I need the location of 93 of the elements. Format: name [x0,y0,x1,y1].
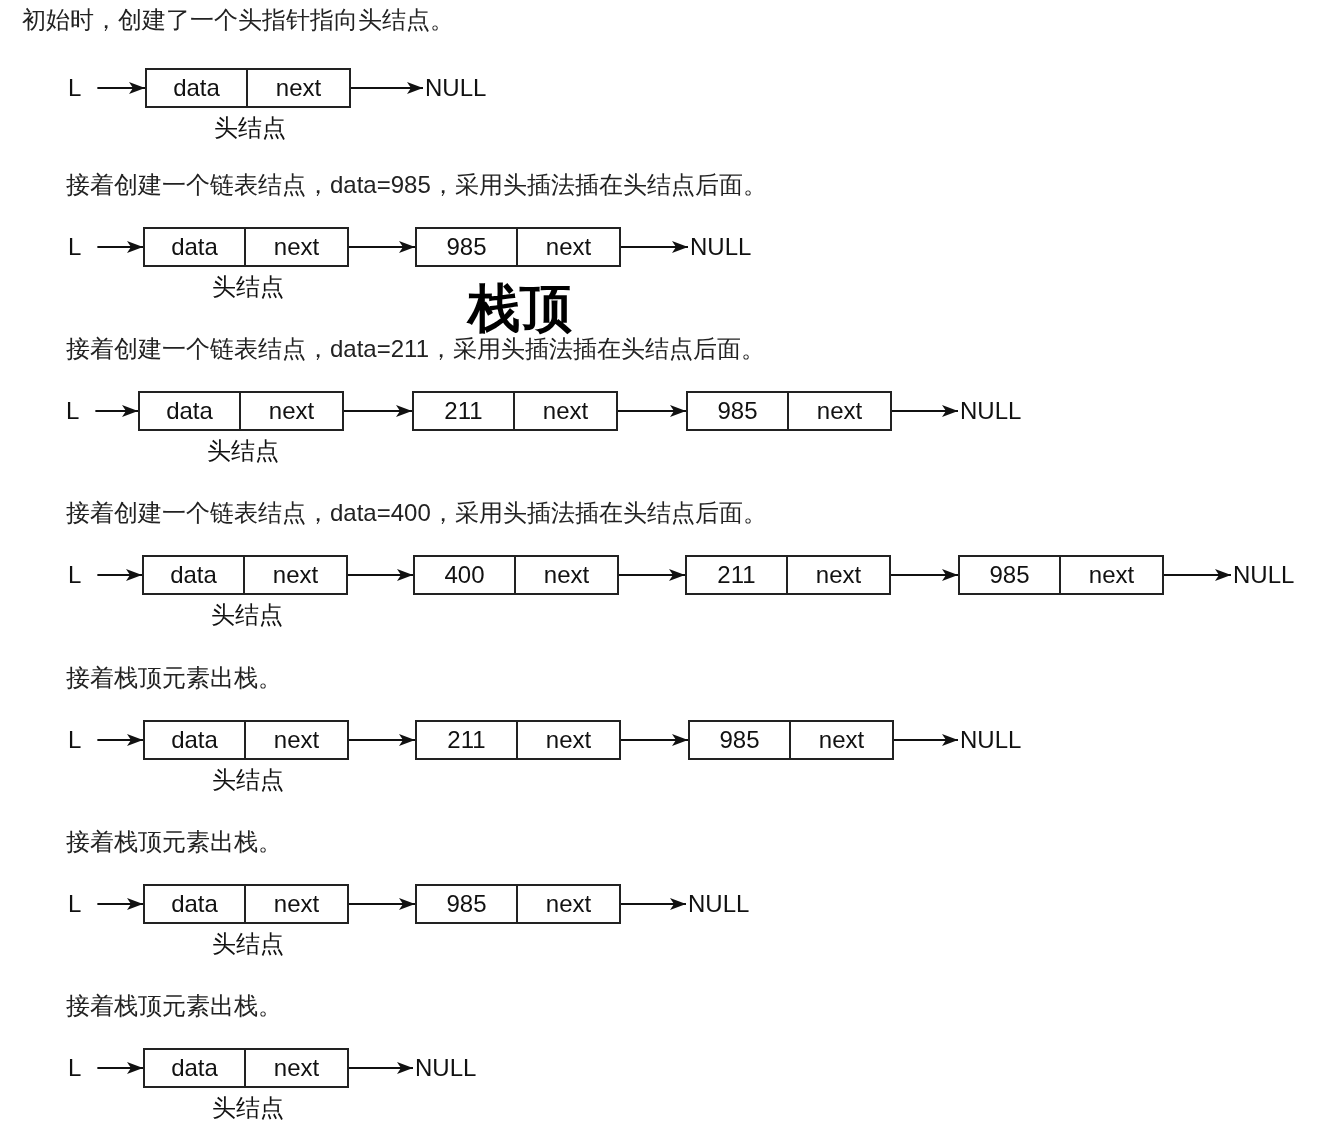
arrow [96,241,144,253]
description-text: 接着创建一个链表结点，data=400，采用头插法插在头结点后面。 [66,498,767,528]
arrow [96,898,144,910]
description-text: 接着创建一个链表结点，data=985，采用头插法插在头结点后面。 [66,170,767,200]
node-field: data [145,722,246,758]
node-field: next [516,557,617,593]
null-label: NULL [960,726,1022,754]
node-field: next [518,886,619,922]
description-text: 初始时，创建了一个头指针指向头结点。 [22,5,454,35]
node-field: data [140,393,241,429]
arrow [343,405,413,417]
node-field: next [791,722,892,758]
arrow [618,569,686,581]
description-text: 接着栈顶元素出栈。 [66,991,282,1021]
arrow [96,569,143,581]
pointer-label: L [68,233,82,261]
list-node-box [958,555,1164,595]
null-label: NULL [960,397,1022,425]
arrow [891,405,959,417]
list-node-box [685,555,891,595]
node-field: data [145,886,246,922]
arrow [348,734,416,746]
description-text: 接着栈顶元素出栈。 [66,827,282,857]
arrow [350,82,424,94]
node-field: 400 [415,557,516,593]
pointer-label: L [68,74,82,102]
node-caption: 头结点 [211,766,285,794]
node-field: 211 [417,722,518,758]
arrow [96,734,144,746]
list-node-box [415,720,621,760]
description-text: 接着创建一个链表结点，data=211，采用头插法插在头结点后面。 [66,335,765,364]
null-label: NULL [415,1054,477,1082]
description-text: 接着栈顶元素出栈。 [66,663,282,693]
node-caption: 头结点 [213,114,287,142]
node-field: next [246,229,347,265]
arrow [348,1062,414,1074]
node-field: next [246,722,347,758]
node-field: data [145,229,246,265]
node-field: 211 [414,393,515,429]
node-field: data [144,557,245,593]
list-node-box [688,720,894,760]
pointer-label: L [68,561,82,589]
pointer-label: L [68,890,82,918]
node-field: next [241,393,342,429]
node-caption: 头结点 [211,930,285,958]
arrow [620,734,689,746]
node-caption: 头结点 [211,1094,285,1122]
node-field: data [145,1050,246,1086]
arrow [890,569,959,581]
arrow [1163,569,1232,581]
null-label: NULL [425,74,487,102]
node-field: 985 [417,229,518,265]
null-label: NULL [1233,561,1295,589]
node-caption: 头结点 [206,437,280,465]
node-field: 985 [690,722,791,758]
node-caption: 头结点 [211,273,285,301]
arrow [620,241,689,253]
node-field: next [246,1050,347,1086]
node-field: next [245,557,346,593]
arrow [348,241,416,253]
pointer-label: L [66,397,80,425]
node-field: next [518,722,619,758]
pointer-label: L [68,1054,82,1082]
node-field: data [147,70,248,106]
list-node-box [413,555,619,595]
arrow [893,734,959,746]
list-node-box [415,884,621,924]
node-field: 985 [960,557,1061,593]
node-field: next [248,70,349,106]
list-node-box [412,391,618,431]
node-field: 985 [417,886,518,922]
arrow [348,898,416,910]
list-node-box [415,227,621,267]
arrow [96,1062,144,1074]
node-field: next [788,557,889,593]
arrow [347,569,414,581]
node-field: next [789,393,890,429]
arrow [96,82,146,94]
node-field: next [1061,557,1162,593]
arrow [94,405,139,417]
null-label: NULL [688,890,750,918]
node-field: next [518,229,619,265]
node-field: next [515,393,616,429]
pointer-label: L [68,726,82,754]
arrow [617,405,687,417]
list-node-box [686,391,892,431]
node-field: next [246,886,347,922]
null-label: NULL [690,233,752,261]
node-caption: 头结点 [210,601,284,629]
handwritten-note: 栈顶 [468,282,572,334]
arrow [620,898,687,910]
node-field: 211 [687,557,788,593]
node-field: 985 [688,393,789,429]
